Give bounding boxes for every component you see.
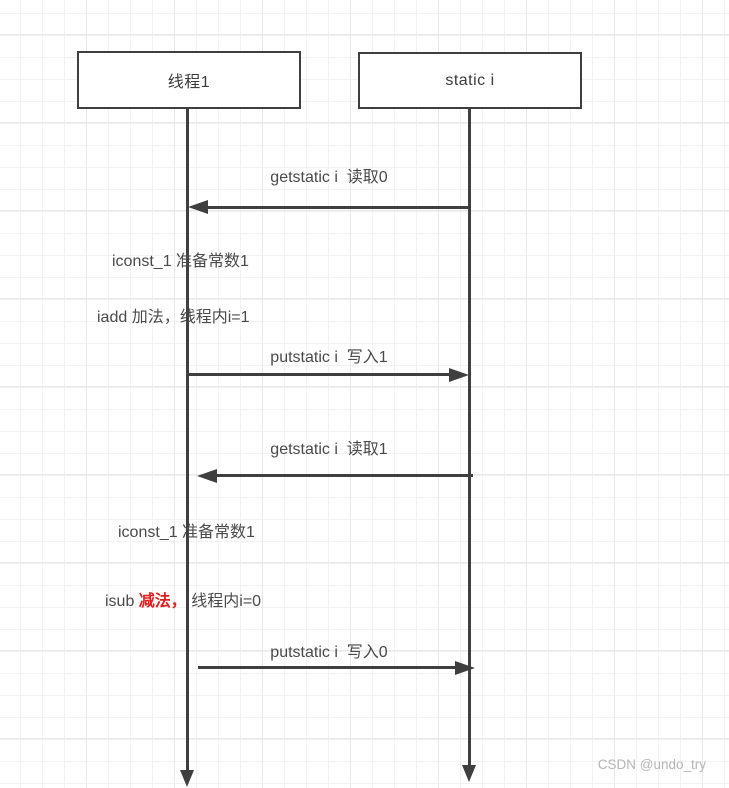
arrowhead-right-icon [449, 368, 469, 382]
arrowhead-left-icon [197, 469, 217, 483]
message-label-putstatic-write1: putstatic i 写入1 [270, 349, 388, 366]
actor-label-static-i: static i [445, 71, 495, 89]
lifeline-thread1 [186, 109, 189, 770]
message-line-putstatic-write1 [188, 373, 450, 376]
note-iconst1-second: iconst_1 准备常数1 [118, 524, 255, 541]
actor-box-static-i: static i [358, 52, 582, 109]
message-line-getstatic-read1 [211, 474, 473, 477]
message-label-getstatic-read1: getstatic i 读取1 [270, 441, 388, 458]
message-label-getstatic-read0: getstatic i 读取0 [270, 169, 388, 186]
note-isub-suffix: 线程内i=0 [186, 593, 262, 610]
lifeline-static-i [468, 109, 471, 765]
lifeline-thread1-arrowhead-icon [180, 770, 194, 787]
actor-label-thread1: 线程1 [167, 74, 211, 91]
note-isub-highlight: 减法， [138, 593, 187, 610]
note-isub: isub 减法， 线程内i=0 [105, 587, 261, 611]
message-label-putstatic-write0: putstatic i 写入0 [270, 644, 388, 661]
csdn-watermark: CSDN @undo_try [597, 757, 706, 772]
note-iconst1-first: iconst_1 准备常数1 [112, 253, 249, 270]
actor-box-thread1: 线程1 [77, 51, 301, 109]
message-line-getstatic-read0 [202, 206, 470, 209]
lifeline-static-i-arrowhead-icon [462, 765, 476, 782]
arrowhead-left-icon [188, 200, 208, 214]
arrowhead-right-icon [455, 661, 475, 675]
note-isub-prefix: isub [105, 593, 139, 610]
note-iadd: iadd 加法，线程内i=1 [97, 309, 250, 326]
message-line-putstatic-write0 [198, 666, 456, 669]
